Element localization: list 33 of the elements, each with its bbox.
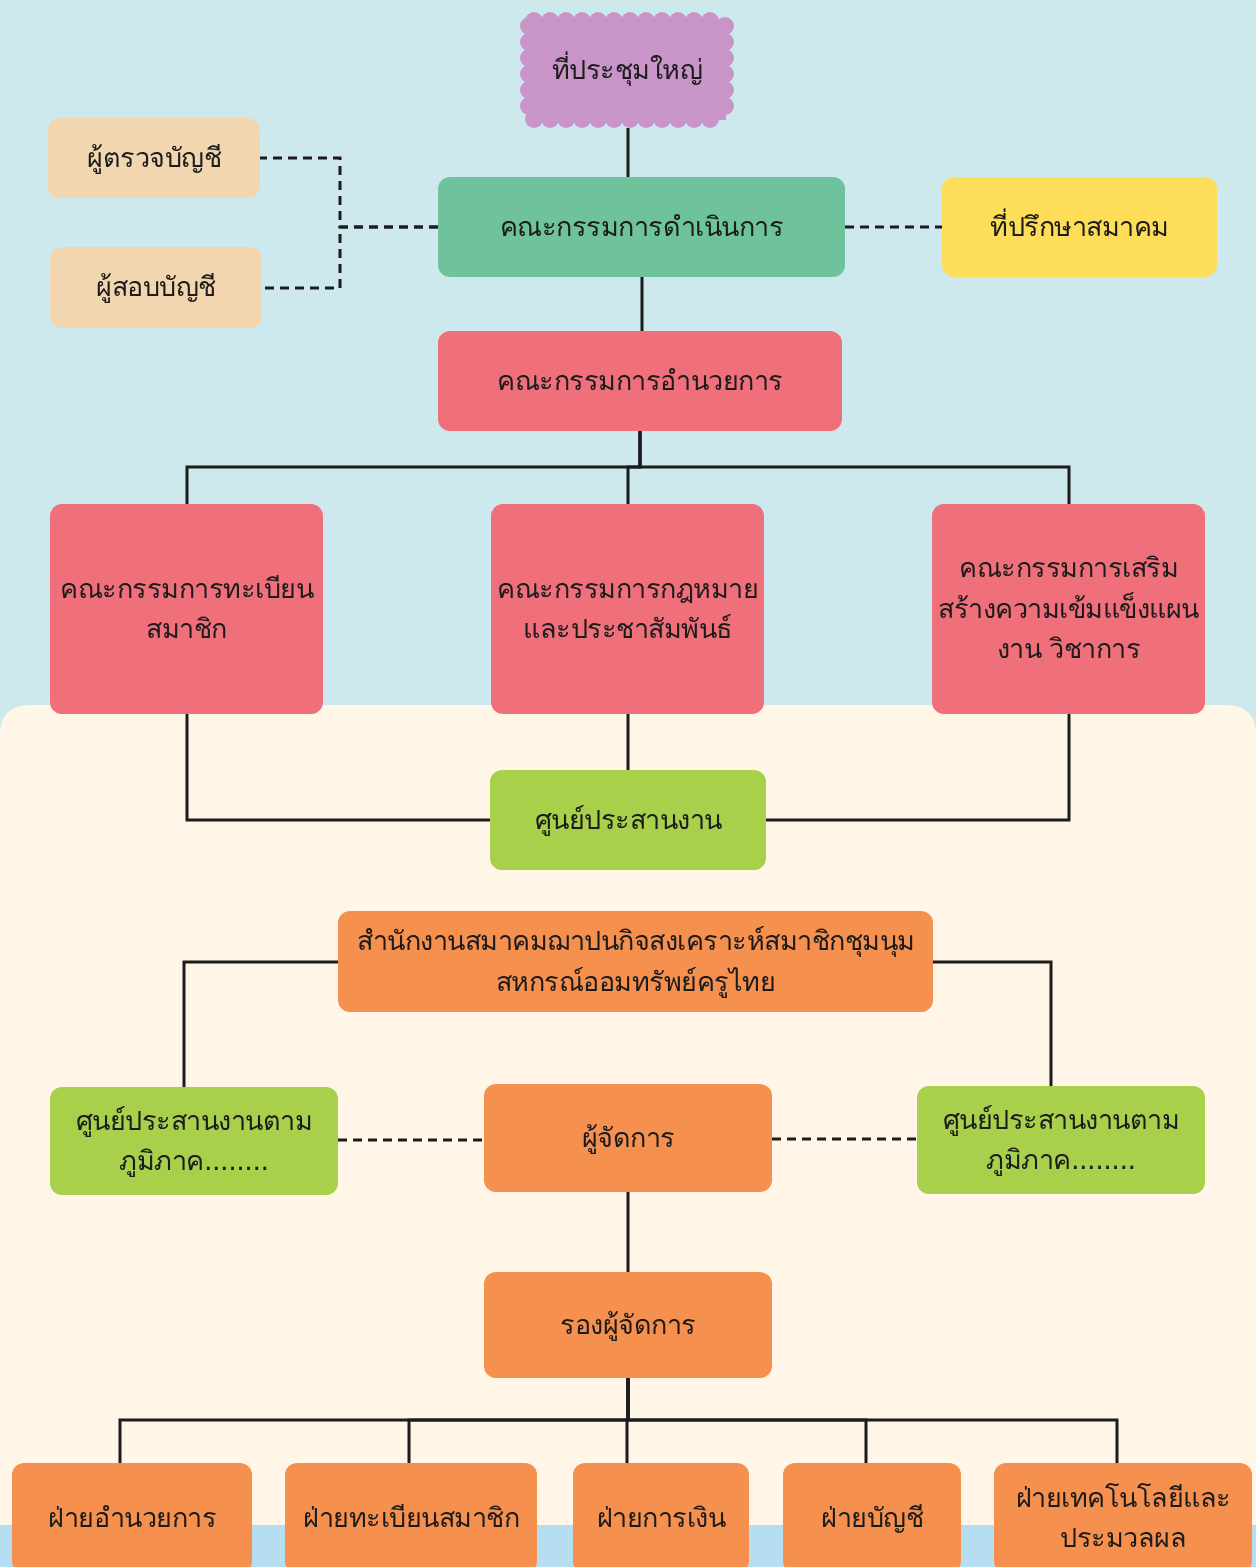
- org-box: ศูนย์ประสานงาน: [490, 770, 766, 870]
- org-box: รองผู้จัดการ: [484, 1272, 772, 1378]
- connector-line: [626, 1192, 630, 1272]
- connector-line: [638, 431, 1071, 504]
- connector-line: [933, 960, 1053, 1086]
- connector-line: [182, 960, 338, 1087]
- connector-line: [626, 1378, 1119, 1463]
- org-box: คณะกรรมการอำนวยการ: [438, 331, 842, 431]
- org-box: คณะกรรมการกฎหมายและประชาสัมพันธ์: [491, 504, 764, 714]
- org-box: ผู้สอบบัญชี: [50, 247, 262, 328]
- org-box: ที่ปรึกษาสมาคม: [942, 177, 1217, 277]
- org-box: ฝ่ายบัญชี: [783, 1463, 961, 1567]
- org-box: คณะกรรมการทะเบียนสมาชิก: [50, 504, 323, 714]
- connector-line: [626, 714, 630, 770]
- org-box: ฝ่ายอำนวยการ: [12, 1463, 252, 1567]
- connector-line: [640, 277, 644, 331]
- org-box: ฝ่ายทะเบียนสมาชิก: [285, 1463, 537, 1567]
- connector-line: [262, 225, 438, 290]
- connector-line: [185, 714, 490, 822]
- org-box: ฝ่ายเทคโนโลยีและประมวลผล: [994, 1463, 1252, 1567]
- org-box: ศูนย์ประสานงานตามภูมิภาค........: [50, 1087, 338, 1195]
- org-box: คณะกรรมการเสริมสร้างความเข้มแข็งแผนงาน วิชาการ: [932, 504, 1205, 714]
- org-box: ผู้จัดการ: [484, 1084, 772, 1192]
- org-box: ศูนย์ประสานงานตามภูมิภาค........: [917, 1086, 1205, 1194]
- org-box: ผู้ตรวจบัญชี: [48, 118, 260, 198]
- connector-line: [766, 714, 1071, 822]
- connector-line: [772, 1137, 917, 1141]
- org-box: คณะกรรมการดำเนินการ: [438, 177, 845, 277]
- connector-line: [338, 1138, 484, 1142]
- org-box: สำนักงานสมาคมฌาปนกิจสงเคราะห์สมาชิกชุมนุมสหกรณ์ออมทรัพย์ครูไทย: [338, 911, 933, 1012]
- connector-line: [626, 128, 630, 177]
- connector-line: [845, 225, 942, 229]
- org-box: ฝ่ายการเงิน: [573, 1463, 749, 1567]
